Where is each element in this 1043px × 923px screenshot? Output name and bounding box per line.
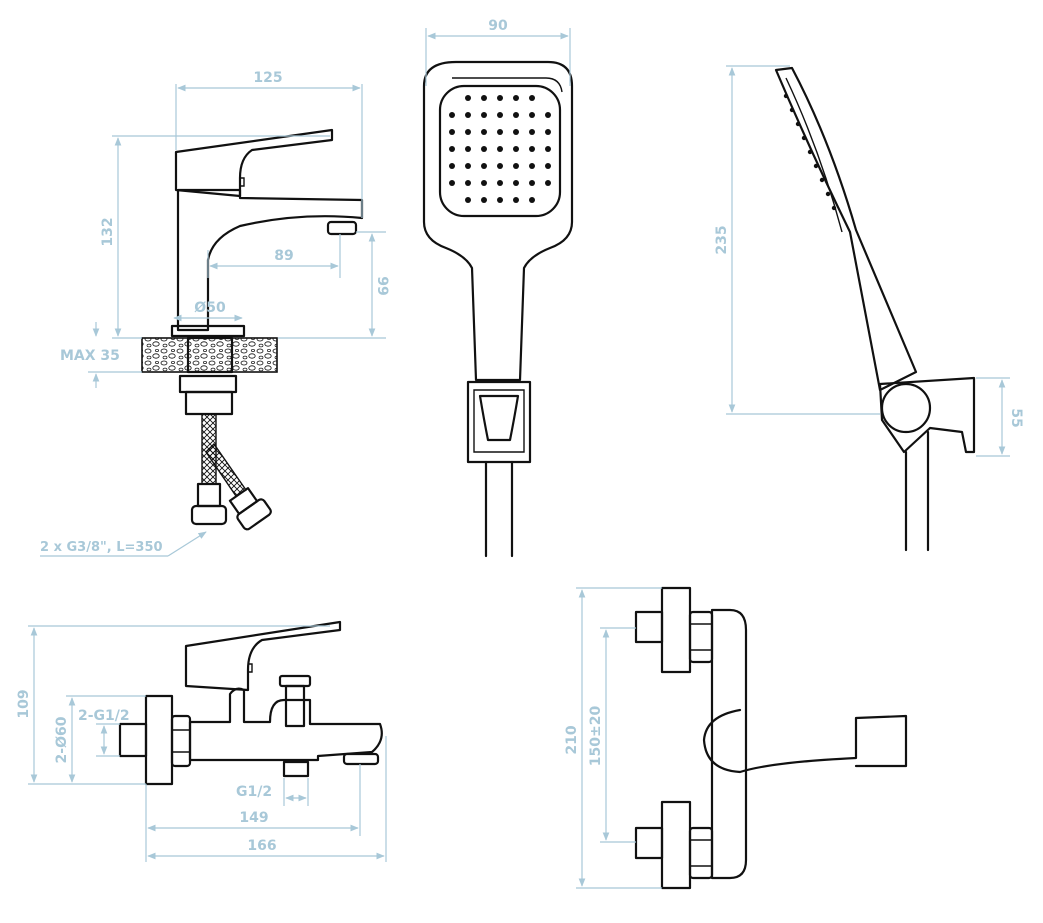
bath-mixer-lever (184, 620, 342, 692)
nozzle-dot (529, 197, 535, 203)
nozzle-dot (545, 146, 551, 152)
nozzle-dot (529, 95, 535, 101)
dim-diverter-thread: G1/2 (236, 784, 272, 800)
shower-nozzles (449, 95, 551, 203)
nozzle-dot (449, 180, 455, 186)
nozzle-dot (545, 129, 551, 135)
nozzle-dot (513, 197, 519, 203)
nozzle-dot (513, 129, 519, 135)
nozzle-dot (465, 95, 471, 101)
bath-front-body (710, 608, 748, 880)
nozzle-dot (481, 180, 487, 186)
holder-knob (880, 382, 932, 434)
dim-shower-length: 235 (714, 225, 730, 254)
dim-basin-width: 125 (253, 70, 282, 86)
dim-holder-height: 55 (1008, 408, 1024, 427)
dim-bath-depth-short: 149 (239, 810, 268, 826)
nozzle-dot (449, 163, 455, 169)
hand-shower-front-view: 90 (422, 18, 574, 558)
dim-max-counter: MAX 35 (60, 348, 120, 364)
side-nozzle-dot (783, 93, 789, 99)
dim-inlet-spacing: 150±20 (588, 706, 604, 767)
diverter-knob (278, 674, 312, 688)
hand-shower-body (422, 60, 574, 382)
bath-mixer-side-view: 109 2-Ø60 2-G1/2 G1/2 149 166 (16, 620, 387, 862)
nozzle-dot (497, 163, 503, 169)
side-nozzle-dot (831, 205, 837, 211)
nozzle-dot (481, 129, 487, 135)
nozzle-dot (465, 197, 471, 203)
dim-bath-height: 109 (16, 689, 32, 718)
nozzle-dot (529, 180, 535, 186)
nozzle-dot (465, 180, 471, 186)
dim-inlet-diameter: 2-Ø60 (54, 716, 70, 763)
nozzle-dot (529, 163, 535, 169)
side-nozzle-dot (825, 191, 831, 197)
side-nozzle-dot (813, 163, 819, 169)
nozzle-dot (497, 112, 503, 118)
bath-mixer-front-view: 210 150±20 (564, 586, 908, 890)
nozzle-dot (481, 146, 487, 152)
nozzle-dot (513, 163, 519, 169)
nozzle-dot (529, 129, 535, 135)
dim-bath-depth-long: 166 (247, 838, 276, 854)
nozzle-dot (481, 197, 487, 203)
nozzle-dot (481, 95, 487, 101)
nozzle-dot (497, 129, 503, 135)
nozzle-dot (497, 197, 503, 203)
shower-side-profile (774, 66, 918, 392)
nozzle-dot (465, 112, 471, 118)
side-nozzle-dot (807, 149, 813, 155)
nozzle-dot (481, 112, 487, 118)
nozzle-dot (497, 95, 503, 101)
bath-wall-plate (144, 694, 174, 786)
nozzle-dot (465, 163, 471, 169)
nozzle-dot (529, 146, 535, 152)
nozzle-dot (513, 95, 519, 101)
dim-basin-height: 132 (100, 217, 116, 246)
dim-shower-width: 90 (488, 18, 508, 34)
nozzle-dot (529, 112, 535, 118)
side-nozzle-dot (801, 135, 807, 141)
bath-front-lever (702, 708, 908, 774)
basin-mixer-body (176, 188, 364, 332)
side-nozzle-dot (819, 177, 825, 183)
nozzle-dot (465, 146, 471, 152)
side-nozzle-dot (795, 121, 801, 127)
shower-face (438, 84, 562, 218)
nozzle-dot (449, 146, 455, 152)
basin-flange (170, 324, 246, 338)
hand-shower-side-view: 235 55 (714, 65, 1024, 552)
dim-inlets: 2-G1/2 (78, 708, 130, 724)
dim-basin-reach: 89 (274, 248, 293, 264)
nozzle-dot (497, 180, 503, 186)
nozzle-dot (545, 163, 551, 169)
hoses-label: 2 x G3/8", L=350 (40, 540, 163, 555)
nozzle-dot (497, 146, 503, 152)
countertop (141, 337, 278, 373)
nozzle-dot (513, 112, 519, 118)
nozzle-dot (465, 129, 471, 135)
side-nozzle-dot (789, 107, 795, 113)
dim-basin-spout-height: 99 (374, 276, 390, 295)
nozzle-dot (545, 180, 551, 186)
dim-bath-front-height: 210 (564, 725, 580, 754)
nozzle-dot (449, 112, 455, 118)
nozzle-dot (481, 163, 487, 169)
side-nozzles (783, 93, 837, 211)
nozzle-dot (449, 129, 455, 135)
nozzle-dot (513, 146, 519, 152)
side-holder (878, 376, 976, 454)
basin-mixer-view: 125 132 89 99 Ø50 MAX 35 2 x G3/8", L=35… (40, 70, 390, 557)
nozzle-dot (545, 112, 551, 118)
dim-basin-diameter: Ø50 (194, 300, 226, 316)
basin-aerator (326, 220, 358, 236)
basin-mixer-lever (174, 128, 334, 198)
shower-holder (466, 380, 532, 464)
nozzle-dot (513, 180, 519, 186)
